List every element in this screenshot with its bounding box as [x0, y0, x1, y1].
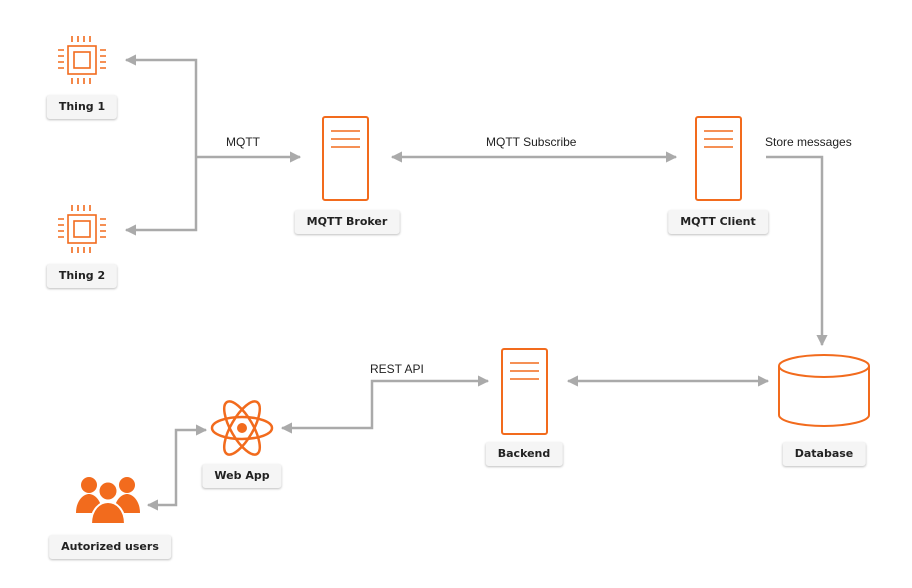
connector-webapp-users	[146, 424, 208, 511]
react-atom-icon	[210, 400, 274, 456]
thing1-chip-icon	[58, 36, 106, 84]
thing1-label: Thing 1	[46, 95, 118, 119]
backend-server-icon	[501, 348, 548, 435]
database-label: Database	[782, 442, 866, 466]
backend-label: Backend	[485, 442, 563, 466]
edge-label-store-messages: Store messages	[765, 135, 852, 149]
edge-label-rest-api: REST API	[370, 362, 424, 376]
database-icon	[778, 354, 870, 427]
client-label: MQTT Client	[668, 210, 768, 234]
connector-thing2-bus	[124, 157, 198, 236]
webapp-label: Web App	[202, 464, 282, 488]
connector-thing1-bus	[124, 54, 198, 157]
edge-label-mqtt-subscribe: MQTT Subscribe	[486, 135, 577, 149]
connector-backend-webapp	[280, 375, 490, 434]
users-group-icon	[76, 477, 140, 525]
broker-server-icon	[322, 116, 369, 201]
thing2-label: Thing 2	[46, 264, 118, 288]
broker-label: MQTT Broker	[294, 210, 400, 234]
edge-label-mqtt: MQTT	[226, 135, 260, 149]
thing2-chip-icon	[58, 205, 106, 253]
connector-client-database	[766, 155, 828, 347]
users-label: Autorized users	[49, 535, 171, 559]
client-server-icon	[695, 116, 742, 201]
